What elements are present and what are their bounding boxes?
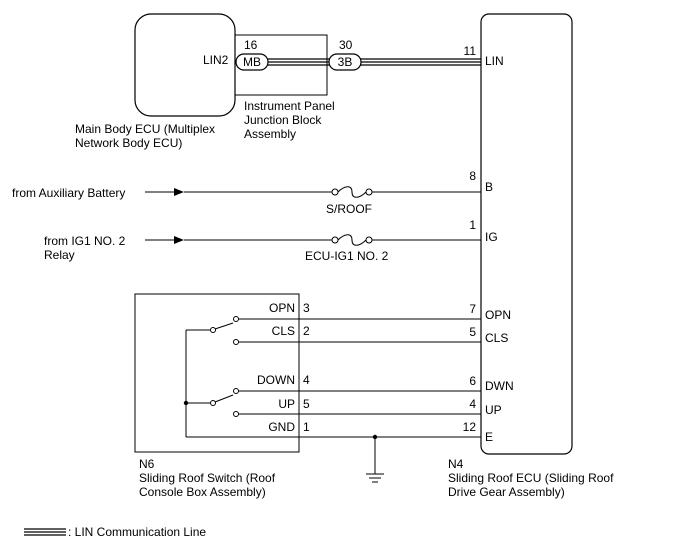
sliding-roof-ecu-name-line2: Drive Gear Assembly) [448, 485, 565, 499]
switch-pin-num-4: 4 [303, 373, 310, 387]
ecu-pin-label-up: UP [485, 403, 502, 417]
ig-source-label-line2: Relay [44, 248, 75, 262]
main-ecu-name-line1: Main Body ECU (Multiplex [75, 122, 215, 136]
switch-pin-label-up: UP [278, 397, 295, 411]
ecu-pin-num-cls: 5 [469, 325, 476, 339]
ecu-pin-label-b: B [485, 180, 493, 194]
sliding-roof-ecu-code: N4 [448, 457, 464, 471]
connector-3b-label: 3B [338, 55, 353, 69]
switch-code: N6 [139, 457, 155, 471]
ecu-pin-label-opn: OPN [485, 308, 511, 322]
jb-pin-16: 16 [244, 38, 258, 52]
jb-name-line1: Instrument Panel [244, 99, 335, 113]
legend-label: : LIN Communication Line [68, 525, 206, 539]
fuse-s-roof-icon [331, 186, 373, 198]
ig-arrow-icon [174, 236, 184, 244]
switch-name-line2: Console Box Assembly) [139, 485, 266, 499]
ecu-pin-label-e: E [485, 430, 493, 444]
switch-pin-label-down: DOWN [257, 373, 295, 387]
ecu-pin-label-lin: LIN [485, 54, 504, 68]
connector-mb [235, 53, 269, 71]
switch-pin-num-3: 3 [303, 301, 310, 315]
jb-name-line3: Assembly [244, 127, 296, 141]
switch-pin-num-5: 5 [303, 397, 310, 411]
sliding-roof-ecu-box [480, 13, 573, 455]
ig-source-label-line1: from IG1 NO. 2 [44, 234, 126, 248]
fuse-s-roof-label: S/ROOF [326, 202, 372, 216]
switch-pin-num-2: 2 [303, 324, 310, 338]
ecu-pin-num-up: 4 [469, 397, 476, 411]
ecu-pin-num-ig: 1 [469, 218, 476, 232]
legend-lin-line-icon [24, 528, 66, 536]
sliding-roof-ecu-name-line1: Sliding Roof ECU (Sliding Roof [448, 471, 614, 485]
ecu-pin-num-e: 12 [463, 420, 477, 434]
main-ecu-pin-lin2: LIN2 [203, 53, 229, 67]
jb-name-line2: Junction Block [244, 113, 322, 127]
switch-to-ecu-wires [239, 318, 481, 438]
ecu-pin-num-opn: 7 [469, 302, 476, 316]
main-ecu-name-line2: Network Body ECU) [75, 136, 182, 150]
switch-pin-num-1: 1 [303, 420, 310, 434]
fuse-ecu-ig1-icon [331, 234, 373, 246]
battery-arrow-icon [174, 188, 184, 196]
switch-name-line1: Sliding Roof Switch (Roof [139, 471, 276, 485]
ecu-pin-label-dwn: DWN [485, 379, 514, 393]
sliding-roof-switch-box [134, 293, 300, 453]
connector-3b [328, 53, 362, 71]
ground-icon [366, 434, 384, 483]
switch-pin-label-opn: OPN [269, 301, 295, 315]
switch-contacts [183, 316, 299, 438]
jb-pin-30: 30 [339, 38, 353, 52]
ecu-pin-num-lin: 11 [464, 44, 477, 58]
ecu-pin-label-ig: IG [485, 230, 498, 244]
ecu-pin-label-cls: CLS [485, 331, 508, 345]
ig-wire [145, 236, 481, 244]
battery-wire [145, 188, 481, 196]
lin-communication-line [268, 58, 481, 66]
connector-mb-label: MB [243, 55, 261, 69]
switch-pin-label-gnd: GND [268, 420, 295, 434]
ecu-pin-num-b: 8 [469, 169, 476, 183]
battery-source-label: from Auxiliary Battery [12, 186, 125, 200]
ecu-pin-num-dwn: 6 [469, 374, 476, 388]
switch-pin-label-cls: CLS [272, 324, 295, 338]
fuse-ecu-ig1-label: ECU-IG1 NO. 2 [305, 249, 389, 263]
